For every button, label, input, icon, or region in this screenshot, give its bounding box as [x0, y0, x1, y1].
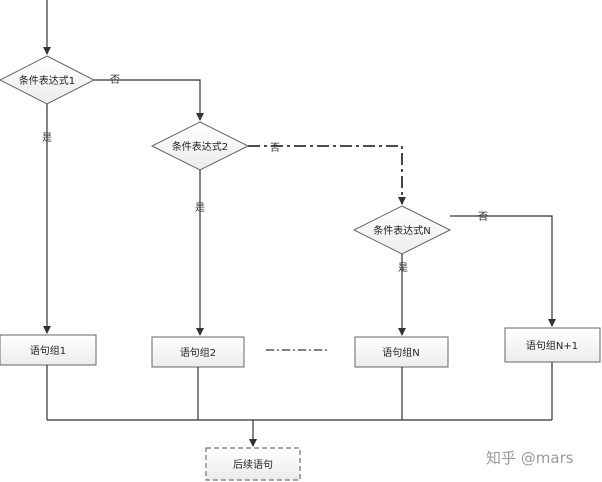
edge-yes-n-label: 是: [398, 262, 408, 274]
block-next: [205, 447, 301, 481]
decision-2-label: 条件表达式2: [172, 140, 228, 153]
block-group-1: [0, 334, 97, 366]
edge-yes-1-label: 是: [42, 132, 52, 144]
block-group-n-label: 语句组N: [382, 346, 419, 359]
edge-no-2: [248, 145, 406, 205]
edge-no-2-label: 否: [270, 142, 280, 154]
block-next-label: 后续语句: [233, 458, 273, 471]
block-group-2-label: 语句组2: [180, 346, 216, 359]
decision-1-label: 条件表达式1: [19, 74, 75, 87]
block-group-1-label: 语句组1: [30, 344, 66, 357]
watermark: 知乎 @mars: [486, 449, 574, 467]
decision-n-label: 条件表达式N: [373, 224, 430, 237]
edge-no-1-label: 否: [110, 74, 120, 86]
edge-no-n: [450, 215, 556, 327]
edge-no-n-label: 否: [478, 211, 488, 223]
edge-yes-2-label: 是: [195, 202, 205, 214]
edge-no-1: [94, 79, 204, 121]
block-group-n1-label: 语句组N+1: [526, 339, 578, 352]
